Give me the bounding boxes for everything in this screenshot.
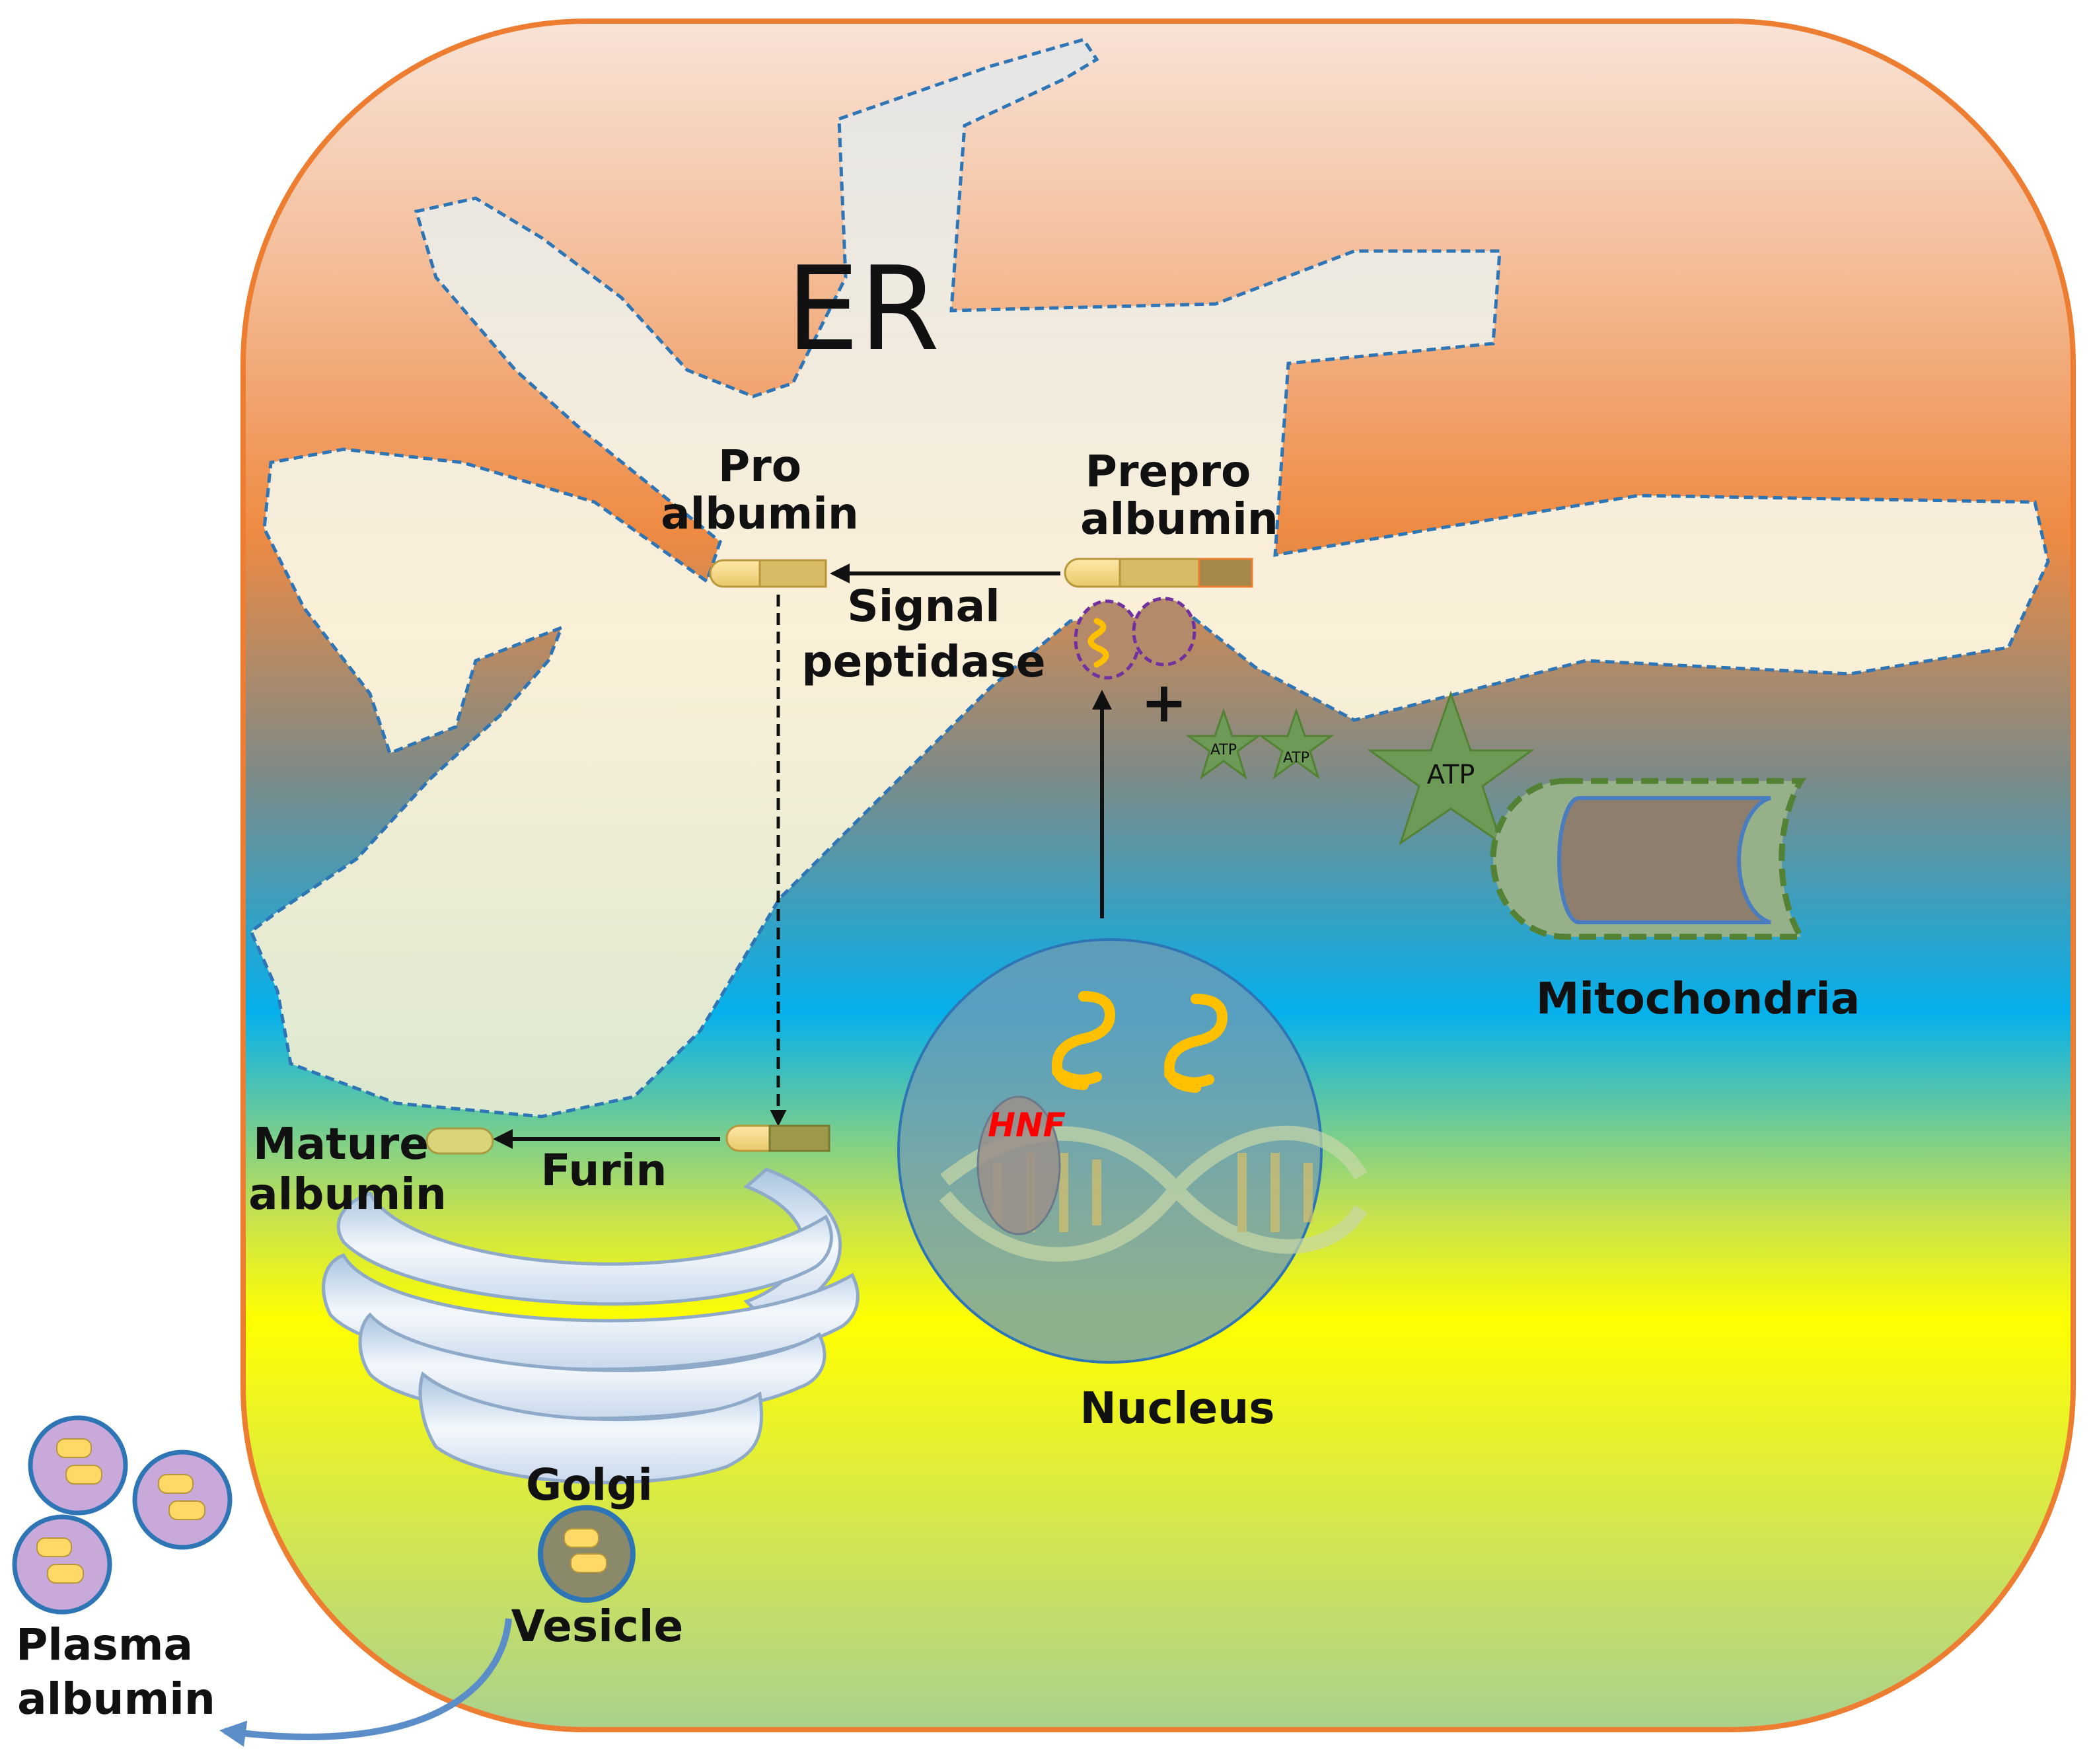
signal-peptidase-label-line1: Signal	[847, 581, 1000, 632]
mature-albumin-label-line2: albumin	[248, 1169, 447, 1220]
mitochondria-label: Mitochondria	[1536, 973, 1860, 1024]
plasma-albumin-vesicle-1	[28, 1415, 128, 1516]
atp-star-large: ATP	[1367, 690, 1535, 846]
secretion-arrow	[219, 1618, 512, 1747]
golgi-apparatus	[322, 1167, 860, 1485]
plasma-albumin-label-line2: albumin	[17, 1673, 215, 1724]
hnf-factor	[976, 1095, 1061, 1235]
plasma-albumin-vesicle-3	[12, 1514, 112, 1615]
vesicle-label: Vesicle	[511, 1601, 684, 1652]
signal-peptidase-label-line2: peptidase	[801, 636, 1045, 687]
furin-label: Furin	[541, 1145, 667, 1196]
secretory-vesicle	[538, 1505, 636, 1603]
mrna-strands	[1051, 991, 1228, 1093]
plasma-albumin-label-line1: Plasma	[16, 1619, 193, 1670]
svg-text:ATP: ATP	[1427, 760, 1475, 790]
prepro-albumin-molecule	[1064, 558, 1253, 588]
svg-text:ATP: ATP	[1210, 742, 1237, 758]
nucleus-label: Nucleus	[1080, 1383, 1274, 1434]
mature-albumin-molecule	[425, 1127, 494, 1155]
mrna-in-ribosome	[1087, 618, 1109, 668]
golgi-label: Golgi	[526, 1459, 653, 1510]
golgi-pro-albumin-molecule	[725, 1124, 830, 1152]
pro-albumin-label-line1: Pro	[718, 441, 801, 492]
pro-albumin-molecule	[709, 559, 827, 588]
atp-star-small-1: ATP	[1185, 708, 1262, 780]
plasma-albumin-vesicle-2	[132, 1450, 233, 1550]
prepro-albumin-label-line1: Prepro	[1085, 446, 1251, 497]
prepro-albumin-label-line2: albumin	[1080, 494, 1278, 544]
mitochondria	[1490, 778, 1807, 940]
ribosome	[1074, 597, 1196, 680]
er-label: ER	[786, 242, 939, 377]
plus-sign: +	[1141, 670, 1187, 735]
hnf-label: HNF	[988, 1106, 1066, 1144]
pro-albumin-label-line2: albumin	[661, 488, 859, 539]
atp-star-small-2: ATP	[1258, 708, 1335, 780]
svg-text:ATP: ATP	[1283, 750, 1309, 766]
mature-albumin-label-line1: Mature	[253, 1119, 429, 1169]
nucleus	[897, 938, 1323, 1364]
